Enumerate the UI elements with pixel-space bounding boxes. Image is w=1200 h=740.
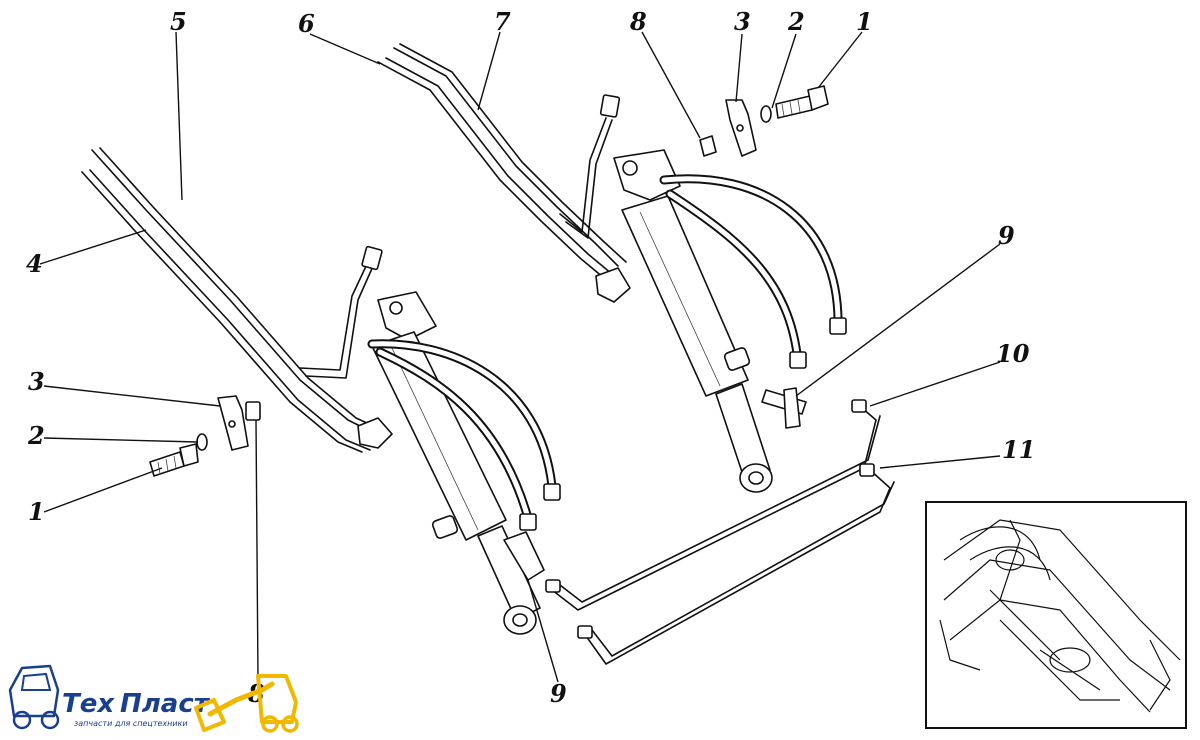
inset-overview bbox=[925, 501, 1187, 729]
callout-2-top: 2 bbox=[787, 7, 805, 36]
pipe-pair-top bbox=[377, 43, 631, 303]
hardware-top bbox=[699, 85, 829, 157]
callout-2-left: 2 bbox=[27, 421, 45, 450]
callout-4: 4 bbox=[26, 249, 43, 278]
callout-5: 5 bbox=[170, 7, 187, 36]
callout-8-top: 8 bbox=[629, 7, 647, 36]
logo-name-part1: Тех bbox=[62, 689, 115, 719]
callout-numbers: 5 4 6 7 8 3 2 1 9 10 11 3 2 1 8 9 bbox=[26, 7, 1035, 708]
callout-9-right: 9 bbox=[998, 221, 1015, 250]
logo-name-part2: Пласт bbox=[120, 689, 211, 719]
callout-11: 11 bbox=[1002, 435, 1035, 464]
callout-3-top: 3 bbox=[734, 7, 751, 36]
tee-fitting bbox=[761, 387, 807, 429]
brand-logo: Тех Пласт запчасти для спецтехники bbox=[8, 664, 299, 733]
hardware-left bbox=[149, 395, 261, 477]
callout-3-left: 3 bbox=[28, 367, 45, 396]
excavator-icon bbox=[8, 664, 60, 730]
callout-9-bottom: 9 bbox=[550, 679, 567, 708]
long-pipes bbox=[545, 399, 895, 665]
leader-lines bbox=[39, 31, 1001, 683]
callout-6: 6 bbox=[298, 9, 315, 38]
callout-1-top: 1 bbox=[856, 7, 873, 36]
pipe-pair-left bbox=[81, 147, 393, 453]
loader-bucket-icon bbox=[194, 674, 299, 733]
callout-7: 7 bbox=[494, 7, 511, 36]
callout-1-left: 1 bbox=[28, 497, 45, 526]
callout-10: 10 bbox=[996, 339, 1030, 368]
logo-tagline: запчасти для спецтехники bbox=[74, 719, 188, 728]
hydraulic-cylinder-left bbox=[367, 291, 561, 635]
hydraulic-cylinder-right bbox=[613, 149, 847, 493]
